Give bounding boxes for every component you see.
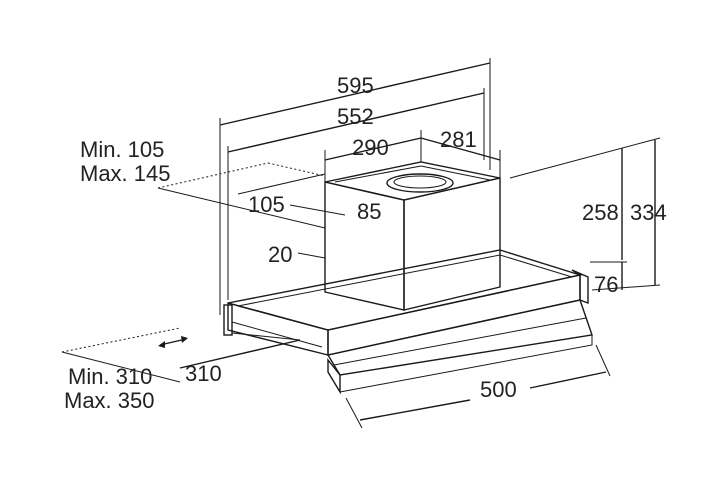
side-lip-right bbox=[571, 269, 589, 305]
dim-310-dotted bbox=[61, 327, 181, 353]
dim-heights bbox=[509, 137, 661, 291]
dim-height-top-ext bbox=[509, 137, 661, 179]
pull-out-visor bbox=[326, 299, 593, 395]
dim-500 bbox=[345, 344, 611, 429]
dim-281-line bbox=[420, 137, 501, 161]
dim-500-ext-left bbox=[345, 397, 363, 429]
chimney bbox=[324, 161, 501, 311]
depth-dotted-1 bbox=[157, 162, 269, 189]
visor-top bbox=[326, 299, 593, 376]
dim-595-line bbox=[219, 62, 491, 126]
chimney-top-inner bbox=[334, 165, 422, 183]
slide-arrow-icon bbox=[158, 336, 188, 348]
depth-105-leader bbox=[289, 204, 346, 216]
depth-105-line bbox=[237, 173, 326, 195]
label-552: 552 bbox=[337, 104, 374, 129]
hood-rim-front bbox=[237, 305, 321, 329]
label-20: 20 bbox=[268, 242, 292, 267]
dim-500-line-left bbox=[359, 399, 471, 421]
label-max350: Max. 350 bbox=[64, 388, 155, 413]
label-min310: Min. 310 bbox=[68, 364, 152, 389]
dim-334-bottom-ext bbox=[591, 284, 661, 291]
label-max145: Max. 145 bbox=[80, 161, 171, 186]
visor-edge bbox=[339, 335, 593, 393]
label-258: 258 bbox=[582, 200, 619, 225]
vent-inner bbox=[393, 175, 447, 189]
dim-552 bbox=[227, 88, 485, 300]
dim-20-leader bbox=[297, 252, 326, 259]
hood-edge-lower bbox=[231, 321, 323, 348]
dim-290 bbox=[324, 130, 422, 182]
visor-inner bbox=[333, 317, 587, 366]
label-334: 334 bbox=[630, 200, 667, 225]
dim-310-ext bbox=[231, 332, 301, 341]
dim-310 bbox=[61, 327, 301, 383]
dim-281 bbox=[420, 137, 501, 178]
dim-290-line bbox=[324, 137, 422, 161]
label-500: 500 bbox=[480, 377, 517, 402]
label-290: 290 bbox=[352, 135, 389, 160]
label-310: 310 bbox=[185, 361, 222, 386]
label-105: 105 bbox=[248, 192, 285, 217]
dim-595 bbox=[219, 58, 491, 315]
depth-dotted-2 bbox=[267, 162, 326, 177]
dim-depth-adjust bbox=[157, 162, 346, 229]
depth-leader bbox=[157, 187, 326, 229]
dim-500-line-right bbox=[529, 371, 607, 389]
dim-500-ext-right bbox=[595, 344, 611, 377]
chimney-side bbox=[403, 177, 501, 311]
dim-310-leader bbox=[61, 351, 181, 383]
dim-552-line bbox=[227, 92, 485, 153]
chimney-top-inner-2 bbox=[420, 165, 491, 181]
vent-opening bbox=[386, 173, 454, 193]
label-281: 281 bbox=[440, 127, 477, 152]
label-76: 76 bbox=[594, 272, 618, 297]
dim-310-line bbox=[179, 339, 301, 369]
hood-front-face bbox=[227, 302, 329, 356]
label-595: 595 bbox=[337, 73, 374, 98]
side-lip-left bbox=[223, 304, 233, 336]
label-85: 85 bbox=[357, 199, 381, 224]
label-min105: Min. 105 bbox=[80, 137, 164, 162]
